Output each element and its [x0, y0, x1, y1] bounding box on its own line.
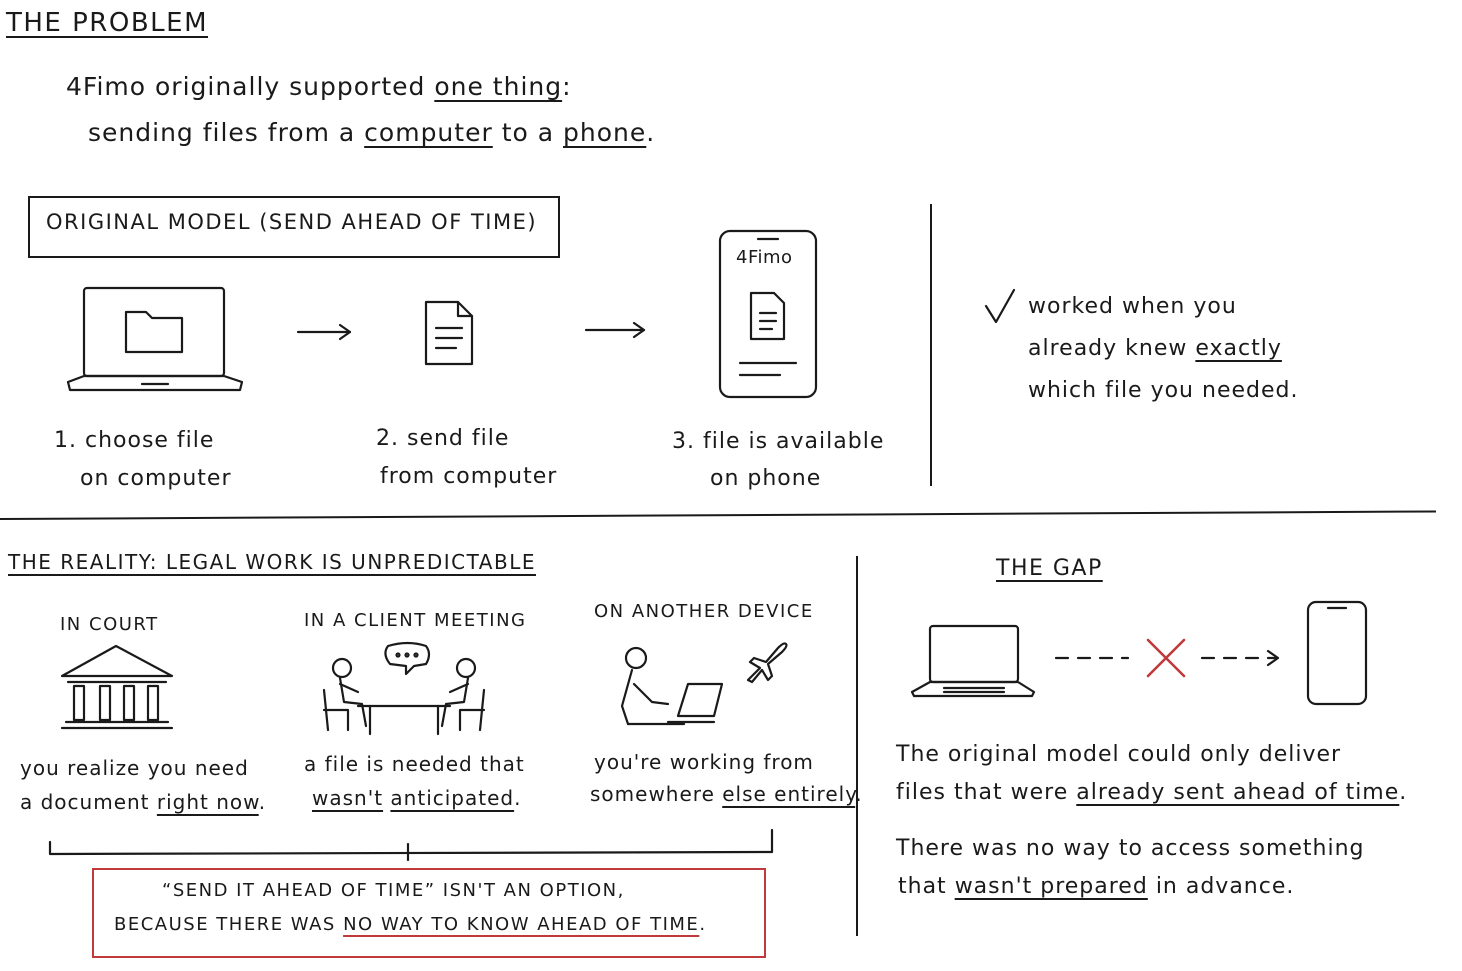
meeting-label: IN A CLIENT MEETING	[304, 610, 527, 631]
court-label: IN COURT	[60, 614, 159, 635]
problem-phone-word: phone	[563, 118, 647, 147]
laptop-icon	[910, 624, 1036, 698]
court-text1: you realize you need	[20, 756, 249, 780]
gap-text4-emphasis: wasn't prepared	[954, 874, 1148, 899]
check-line3: which file you needed.	[1028, 378, 1299, 403]
problem-line1-emphasis: one thing	[434, 72, 563, 101]
meeting-text2-anticipated: anticipated	[390, 786, 515, 810]
callout-line2-a: BECAUSE THERE WAS	[114, 914, 336, 935]
step1-line2: on computer	[80, 466, 232, 491]
problem-heading: THE PROBLEM	[6, 8, 209, 38]
problem-line2-period: .	[646, 118, 656, 147]
callout-line1: “SEND IT AHEAD OF TIME” ISN'T AN OPTION,	[162, 880, 625, 901]
original-model-title: ORIGINAL MODEL (SEND AHEAD OF TIME)	[46, 210, 538, 234]
step2-line1: 2. send file	[376, 426, 510, 451]
callout-line2-emphasis: NO WAY TO KNOW AHEAD OF TIME	[343, 914, 700, 935]
gap-text2: files that were already sent ahead of ti…	[896, 780, 1407, 805]
courthouse-icon	[60, 644, 174, 730]
gap-text2-period: .	[1399, 780, 1408, 805]
check-line2-exactly: exactly	[1195, 336, 1282, 361]
gap-text4: that wasn't prepared in advance.	[898, 874, 1294, 899]
court-text2-emphasis: right now	[156, 790, 259, 814]
meeting-text2-period: .	[514, 786, 522, 810]
gap-text4-c: in advance.	[1155, 874, 1295, 899]
problem-line2-a: sending files from a	[88, 118, 356, 147]
gap-heading: THE GAP	[996, 556, 1103, 581]
airplane-icon	[746, 642, 788, 684]
arrow-2	[584, 321, 646, 339]
callout-line2: BECAUSE THERE WAS NO WAY TO KNOW AHEAD O…	[114, 914, 707, 935]
callout-line2-period: .	[699, 914, 707, 935]
remote-work-icon	[620, 646, 724, 726]
check-icon	[984, 288, 1016, 324]
callout-box	[92, 868, 766, 958]
document-icon	[424, 300, 474, 366]
meeting-text2: wasn't anticipated.	[312, 786, 521, 810]
blocked-x-icon	[1146, 638, 1186, 678]
problem-line2-c: to a	[501, 118, 555, 147]
phone-app-label: 4Fimo	[736, 247, 793, 268]
horizontal-divider	[0, 510, 1436, 520]
original-model-title-box	[28, 196, 560, 258]
court-text2-a: a document	[20, 790, 150, 814]
step3-line2: on phone	[710, 466, 822, 491]
bracket-connector	[48, 828, 774, 862]
device-text2-emphasis: else entirely	[722, 782, 856, 806]
check-line2-a: already knew	[1028, 336, 1188, 361]
device-label: ON ANOTHER DEVICE	[594, 601, 814, 622]
gap-text1: The original model could only deliver	[896, 742, 1342, 767]
check-line2: already knew exactly	[1028, 336, 1282, 361]
check-line1: worked when you	[1028, 294, 1237, 319]
problem-computer-word: computer	[364, 118, 493, 147]
gap-text4-a: that	[898, 874, 947, 899]
device-text2-a: somewhere	[590, 782, 715, 806]
vertical-divider-bottom	[856, 556, 858, 936]
step2-line2: from computer	[380, 464, 558, 489]
vertical-divider-top	[930, 204, 932, 486]
device-text2-period: .	[855, 782, 863, 806]
client-meeting-icon	[322, 641, 486, 736]
gap-text2-a: files that were	[896, 780, 1069, 805]
laptop-folder-icon	[66, 286, 244, 392]
problem-line-2: sending files from a computer to a phone…	[88, 118, 655, 147]
reality-heading: THE REALITY: LEGAL WORK IS UNPREDICTABLE	[8, 550, 536, 574]
meeting-text1: a file is needed that	[304, 752, 525, 776]
gap-text2-emphasis: already sent ahead of time	[1076, 780, 1400, 805]
gap-text3: There was no way to access something	[896, 836, 1365, 861]
meeting-text2-wasnt: wasn't	[312, 786, 384, 810]
phone-outline-icon	[1306, 600, 1368, 706]
court-text2-period: .	[258, 790, 267, 814]
step3-line1: 3. file is available	[672, 429, 885, 454]
dashed-arrow-right	[1200, 649, 1280, 667]
problem-line1-a: 4Fimo originally supported	[66, 72, 426, 101]
device-text2: somewhere else entirely.	[590, 782, 863, 806]
phone-icon: 4Fimo	[718, 229, 818, 399]
problem-line1-colon: :	[562, 72, 572, 101]
problem-line-1: 4Fimo originally supported one thing:	[66, 72, 572, 101]
device-text1: you're working from	[594, 750, 814, 774]
court-text2: a document right now.	[20, 790, 266, 814]
dashed-line-left	[1054, 656, 1130, 660]
arrow-1	[296, 323, 352, 341]
step1-line1: 1. choose file	[54, 428, 215, 453]
